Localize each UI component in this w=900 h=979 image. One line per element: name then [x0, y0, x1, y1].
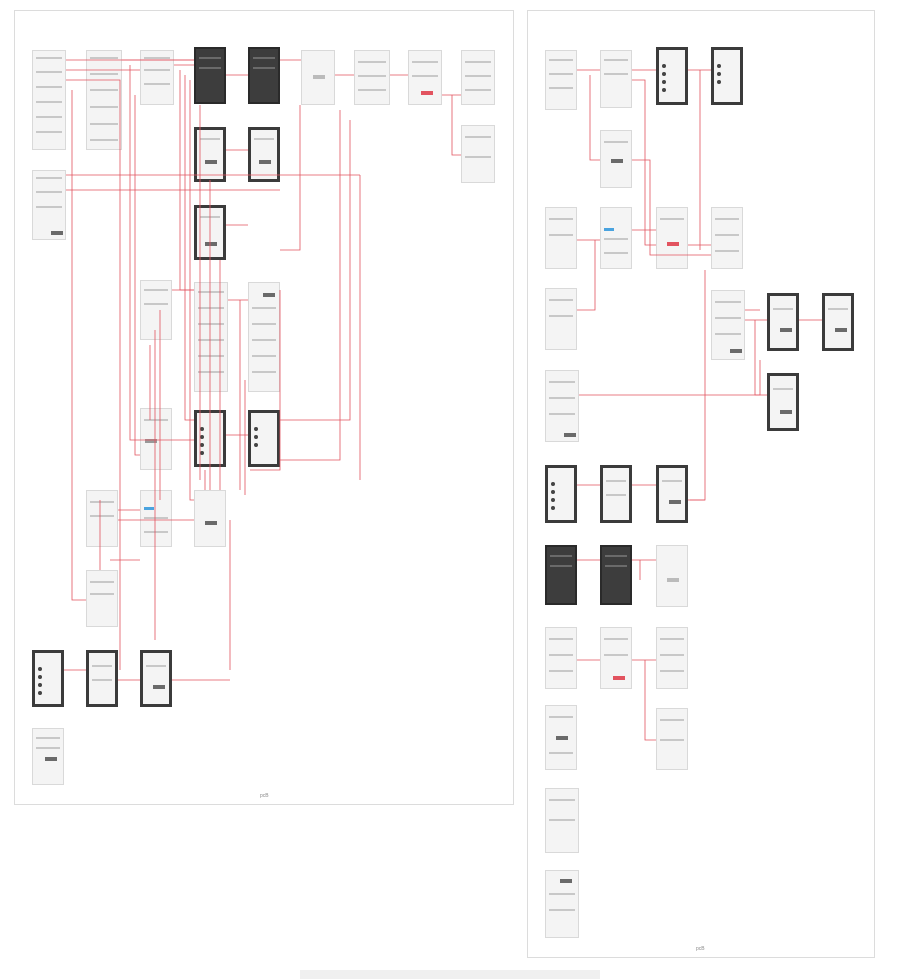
screen-thumbnail — [656, 545, 688, 607]
screen-thumbnail — [32, 50, 66, 150]
screen-thumbnail — [140, 408, 172, 470]
screen-thumbnail — [248, 282, 280, 392]
screen-thumbnail-framed — [822, 293, 854, 351]
screen-thumbnail — [461, 50, 495, 105]
screen-thumbnail — [545, 870, 579, 938]
screen-thumbnail — [32, 728, 64, 785]
screen-thumbnail — [711, 207, 743, 269]
screen-thumbnail-framed — [86, 650, 118, 707]
screen-thumbnail-framed — [656, 465, 688, 523]
bottom-strip — [300, 970, 600, 979]
screen-thumbnail — [600, 130, 632, 188]
screen-thumbnail — [545, 627, 577, 689]
screen-thumbnail — [86, 50, 122, 150]
screen-thumbnail-framed — [711, 47, 743, 105]
screen-thumbnail — [301, 50, 335, 105]
screen-thumbnail-framed — [248, 127, 280, 182]
screen-thumbnail — [656, 627, 688, 689]
screen-thumbnail — [545, 207, 577, 269]
screen-thumbnail-framed — [545, 465, 577, 523]
screen-thumbnail — [140, 280, 172, 340]
screen-thumbnail — [461, 125, 495, 183]
screen-thumbnail — [194, 490, 226, 547]
screen-thumbnail — [600, 207, 632, 269]
screen-thumbnail — [545, 370, 579, 442]
screen-thumbnail — [656, 708, 688, 770]
screen-thumbnail — [408, 50, 442, 105]
screen-thumbnail — [545, 788, 579, 853]
screen-thumbnail — [545, 705, 577, 770]
screen-thumbnail-framed — [248, 410, 280, 467]
screen-thumbnail-dark — [600, 545, 632, 605]
screen-thumbnail-framed — [140, 650, 172, 707]
screen-thumbnail — [711, 290, 745, 360]
screen-thumbnail — [600, 50, 632, 108]
screen-thumbnail — [545, 50, 577, 110]
board-label: pcB — [260, 793, 269, 799]
screen-thumbnail-dark — [194, 47, 226, 104]
screen-thumbnail — [32, 170, 66, 240]
screen-thumbnail — [600, 627, 632, 689]
board-right: pcB — [527, 10, 875, 958]
screen-thumbnail-framed — [32, 650, 64, 707]
screen-thumbnail — [354, 50, 390, 105]
screen-thumbnail — [140, 50, 174, 105]
screen-thumbnail-dark — [545, 545, 577, 605]
board-label: pcB — [696, 946, 705, 952]
screen-thumbnail — [86, 570, 118, 627]
screen-thumbnail — [656, 207, 688, 269]
screen-thumbnail-framed — [600, 465, 632, 523]
screen-thumbnail — [140, 490, 172, 547]
screen-thumbnail — [545, 288, 577, 350]
screen-thumbnail-framed — [194, 127, 226, 182]
screen-thumbnail-dark — [248, 47, 280, 104]
screen-thumbnail-framed — [767, 373, 799, 431]
screen-thumbnail-framed — [767, 293, 799, 351]
screen-thumbnail — [86, 490, 118, 547]
screen-thumbnail-framed — [656, 47, 688, 105]
